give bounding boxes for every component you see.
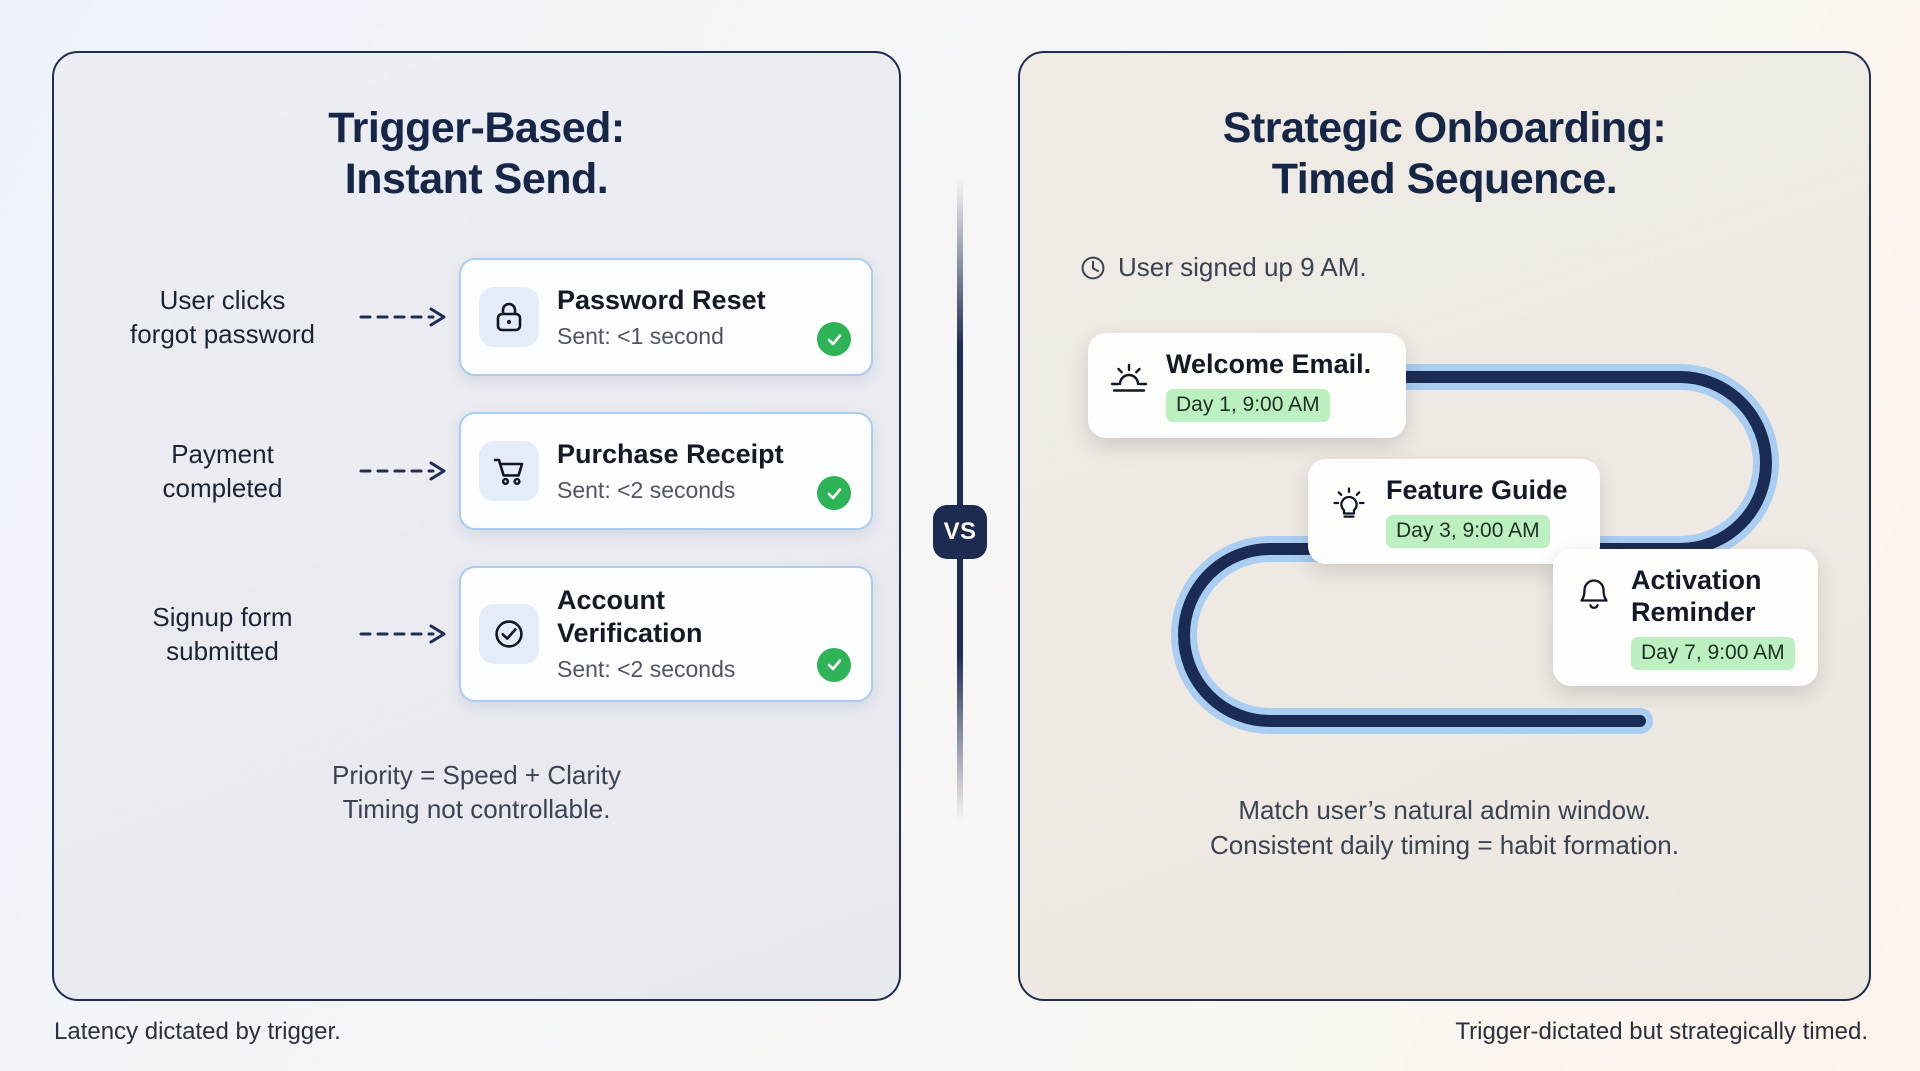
event-card[interactable]: Purchase Receipt Sent: <2 seconds — [459, 412, 873, 531]
dashed-arrow-icon — [359, 461, 446, 481]
left-panel-title: Trigger-Based: Instant Send. — [54, 103, 899, 204]
trigger-label-line1: User clicks — [159, 285, 286, 316]
trigger-label-line2: submitted — [166, 636, 279, 667]
event-body: Password Reset Sent: <1 second — [557, 284, 799, 351]
check-icon — [817, 322, 851, 357]
panel-strategic-onboarding: Strategic Onboarding: Timed Sequence. Us… — [1018, 51, 1871, 1001]
left-caption: Latency dictated by trigger. — [54, 1018, 341, 1045]
sequence-card-badge: Day 1, 9:00 AM — [1166, 389, 1330, 423]
trigger-label: Signup form submitted — [90, 600, 355, 669]
sequence-card-title: Activation Reminder — [1631, 565, 1762, 628]
signup-note: User signed up 9 AM. — [1080, 252, 1869, 283]
trigger-label-line1: Payment — [171, 439, 274, 470]
check-icon — [817, 647, 851, 682]
timeline: Welcome Email. Day 1, 9:00 AM Feature Gu… — [1020, 297, 1869, 737]
event-body: Account Verification Sent: <2 seconds — [557, 584, 799, 683]
sequence-card-badge: Day 7, 9:00 AM — [1631, 637, 1795, 671]
event-subtitle: Sent: <1 second — [557, 323, 724, 350]
right-panel-title-line2: Timed Sequence. — [1271, 154, 1618, 203]
sequence-card-body: Feature Guide Day 3, 9:00 AM — [1386, 475, 1568, 549]
event-card[interactable]: Account Verification Sent: <2 seconds — [459, 566, 873, 702]
sequence-card-title: Feature Guide — [1386, 475, 1568, 506]
sequence-card-badge: Day 3, 9:00 AM — [1386, 515, 1550, 549]
trigger-row: Payment completed — [90, 412, 873, 531]
sequence-card[interactable]: Feature Guide Day 3, 9:00 AM — [1308, 459, 1600, 565]
check-circle-icon — [479, 604, 539, 665]
bell-icon — [1571, 571, 1617, 617]
left-panel-title-line2: Instant Send. — [344, 154, 609, 203]
panel-trigger-based: Trigger-Based: Instant Send. User clicks… — [52, 51, 901, 1001]
vs-badge: VS — [933, 505, 987, 559]
trigger-label: Payment completed — [90, 437, 355, 506]
event-subtitle: Sent: <2 seconds — [557, 656, 736, 683]
sequence-card-title: Welcome Email. — [1166, 349, 1372, 380]
dashed-arrow-icon — [359, 624, 446, 644]
right-panel-footnote: Match user’s natural admin window. Consi… — [1020, 793, 1869, 862]
check-icon — [817, 476, 851, 511]
left-panel-footnote: Priority = Speed + Clarity Timing not co… — [54, 758, 899, 827]
trigger-label-line2: completed — [162, 473, 283, 504]
trigger-label-line1: Signup form — [152, 601, 293, 632]
signup-note-text: User signed up 9 AM. — [1118, 252, 1367, 283]
left-panel-title-line1: Trigger-Based: — [328, 104, 625, 152]
sequence-card[interactable]: Activation Reminder Day 7, 9:00 AM — [1553, 549, 1818, 687]
vs-divider-line — [957, 180, 963, 820]
right-footnote-line1: Match user’s natural admin window. — [1238, 795, 1651, 826]
right-footnote-line2: Consistent daily timing = habit formatio… — [1210, 830, 1679, 861]
clock-icon — [1081, 256, 1105, 280]
left-footnote-line1: Priority = Speed + Clarity — [331, 759, 621, 790]
right-panel-title-line1: Strategic Onboarding: — [1222, 104, 1667, 152]
trigger-label-line2: forgot password — [130, 319, 315, 350]
event-card[interactable]: Password Reset Sent: <1 second — [459, 258, 873, 377]
right-panel-title: Strategic Onboarding: Timed Sequence. — [1020, 103, 1869, 204]
event-subtitle: Sent: <2 seconds — [557, 477, 736, 504]
sequence-card-body: Activation Reminder Day 7, 9:00 AM — [1631, 565, 1796, 671]
event-title: Account Verification — [557, 585, 703, 648]
shopping-cart-icon — [479, 441, 539, 502]
sequence-card[interactable]: Welcome Email. Day 1, 9:00 AM — [1088, 333, 1406, 439]
right-caption: Trigger-dictated but strategically timed… — [1455, 1018, 1868, 1045]
dashed-arrow-icon — [359, 307, 446, 327]
lock-icon — [479, 287, 539, 348]
event-body: Purchase Receipt Sent: <2 seconds — [557, 438, 799, 505]
event-title: Password Reset — [557, 284, 766, 315]
lightbulb-icon — [1326, 481, 1372, 527]
sunrise-icon — [1106, 355, 1152, 401]
trigger-row-list: User clicks forgot password — [54, 258, 899, 702]
trigger-row: Signup form submitted Account V — [90, 566, 873, 702]
left-footnote-line2: Timing not controllable. — [342, 794, 611, 825]
sequence-card-body: Welcome Email. Day 1, 9:00 AM — [1166, 349, 1372, 423]
event-title: Purchase Receipt — [557, 438, 784, 469]
trigger-label: User clicks forgot password — [90, 283, 355, 352]
trigger-row: User clicks forgot password — [90, 258, 873, 377]
